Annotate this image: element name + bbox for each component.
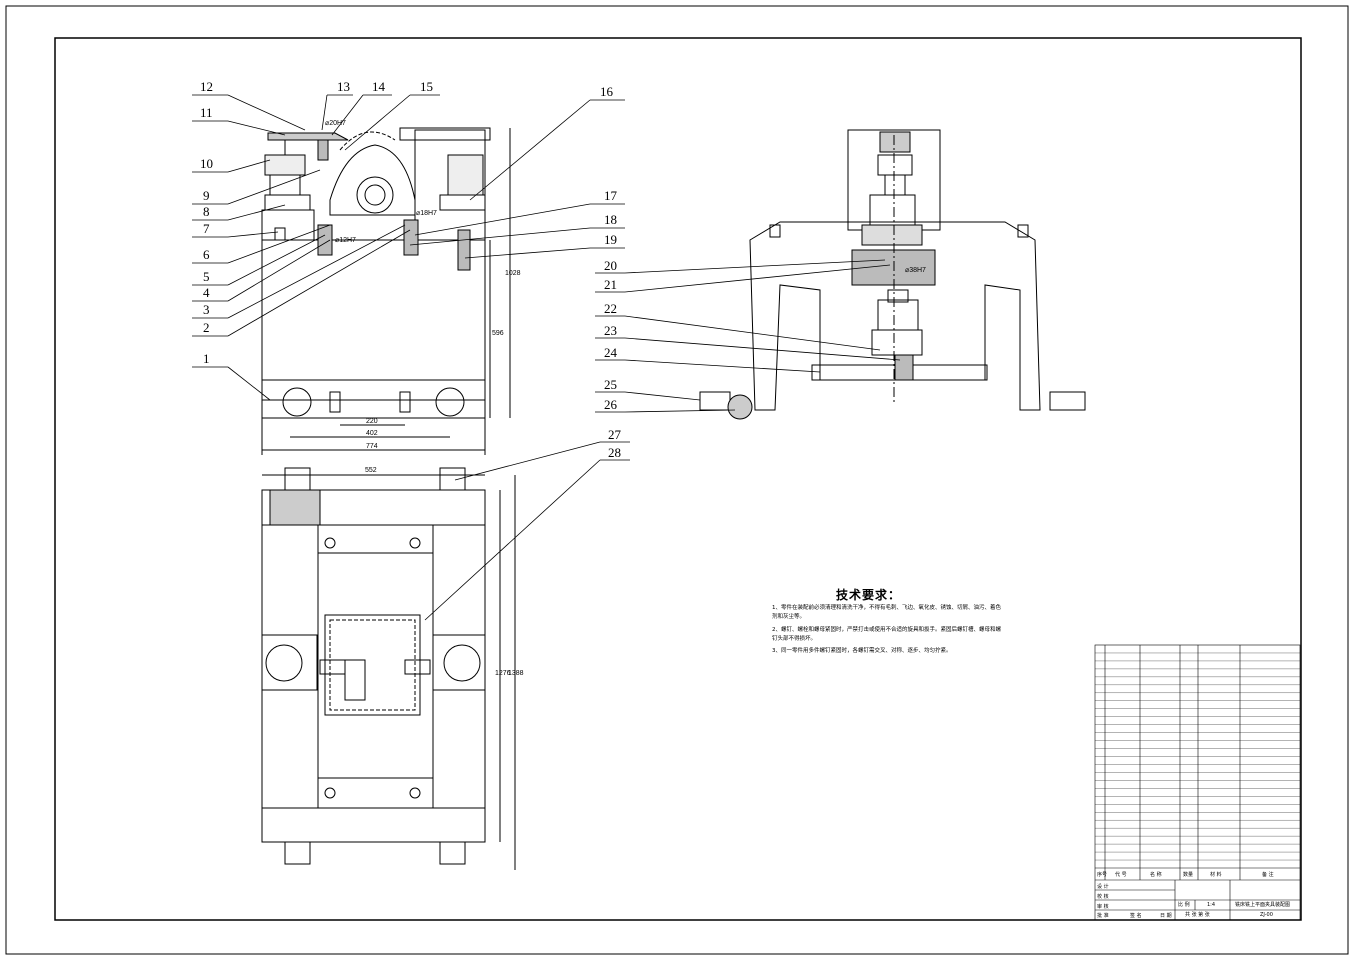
outer-frame [5, 5, 1349, 955]
tech-line-2: 2、螺钉、螺栓和螺母紧固时，严禁打击或使用不合适的旋具和扳手。紧固后螺钉槽、螺母… [772, 627, 1002, 633]
drawing-no: ZJ-00 [1260, 912, 1273, 918]
dimension-labels: 220 402 774 596 1028 ⌀20H7 ⌀18H7 ⌀12H7 ⌀… [325, 120, 926, 677]
dim-596: 596 [492, 330, 504, 337]
balloon-20: 20 [604, 258, 617, 273]
dim-phi20: ⌀20H7 [325, 120, 346, 127]
balloon-4: 4 [203, 285, 210, 300]
col-no: 序号 [1097, 871, 1107, 878]
inner-frame [54, 37, 1302, 921]
parts-list [1094, 644, 1301, 921]
dim-220: 220 [366, 418, 378, 425]
dim-phi18: ⌀18H7 [416, 210, 437, 217]
balloon-1: 1 [203, 351, 210, 366]
dim-402: 402 [366, 430, 378, 437]
role-design: 设 计 [1097, 883, 1109, 890]
dim-1276: 1276 [495, 670, 511, 677]
top-view [261, 467, 516, 870]
scale-value: 1:4 [1207, 902, 1215, 908]
dim-side-phi: ⌀38H7 [905, 267, 926, 274]
balloon-23: 23 [604, 323, 617, 338]
dim-1028: 1028 [505, 270, 521, 277]
role-check: 校 核 [1097, 893, 1109, 900]
col-qty: 数量 [1183, 871, 1193, 878]
sign-label: 签 名 [1130, 912, 1142, 919]
balloon-22: 22 [604, 301, 617, 316]
balloon-10: 10 [200, 156, 213, 171]
col-remark: 备 注 [1262, 871, 1274, 878]
balloon-24: 24 [604, 345, 618, 360]
parts-list-rows [1095, 652, 1300, 861]
leader-lines [192, 94, 901, 621]
tech-line-1b: 剂和灰尘等。 [772, 614, 806, 620]
scale-label: 比 例 [1178, 901, 1190, 908]
balloon-3: 3 [203, 302, 210, 317]
drawing-title: 铣床铣上平面夹具装配图 [1235, 901, 1290, 908]
balloon-6: 6 [203, 247, 210, 262]
side-view [699, 129, 1086, 420]
balloon-21: 21 [604, 277, 617, 292]
col-material: 材 料 [1210, 871, 1222, 878]
balloon-27: 27 [608, 427, 622, 442]
balloon-17: 17 [604, 188, 618, 203]
balloon-19: 19 [604, 232, 617, 247]
balloon-28: 28 [608, 445, 621, 460]
balloon-15: 15 [420, 79, 433, 94]
balloon-12: 12 [200, 79, 213, 94]
balloon-14: 14 [372, 79, 386, 94]
balloon-18: 18 [604, 212, 617, 227]
balloon-5: 5 [203, 269, 210, 284]
tech-line-1: 1、零件在装配前必须清理和清洗干净，不得有毛刺、飞边、氧化皮、锈蚀、切屑、油污、… [772, 605, 1002, 611]
tech-requirements-title: 技术要求： [836, 588, 902, 602]
role-review: 审 核 [1097, 903, 1109, 910]
title-block-text: 序号 代 号 名 称 数量 材 料 备 注 比 例 1:4 铣床铣上平面夹具装配… [1097, 871, 1290, 919]
balloon-13: 13 [337, 79, 350, 94]
balloon-26: 26 [604, 397, 618, 412]
front-view [261, 127, 511, 455]
balloon-16: 16 [600, 84, 614, 99]
dim-552: 552 [365, 467, 377, 474]
dim-1388: 1388 [508, 670, 524, 677]
col-code: 代 号 [1115, 871, 1127, 878]
balloon-7: 7 [203, 221, 210, 236]
balloon-25: 25 [604, 377, 617, 392]
role-approve: 批 准 [1097, 912, 1109, 919]
col-name: 名 称 [1150, 871, 1162, 878]
dim-774: 774 [366, 443, 378, 450]
balloon-labels: 1 2 3 4 5 6 7 8 9 10 11 12 13 14 15 16 1… [200, 79, 622, 460]
date-label: 日 期 [1160, 913, 1172, 919]
balloon-9: 9 [203, 188, 210, 203]
dim-phi12: ⌀12H7 [335, 237, 356, 244]
balloon-8: 8 [203, 204, 210, 219]
balloon-2: 2 [203, 320, 210, 335]
sheet-info: 共 张 第 张 [1185, 911, 1210, 918]
balloon-11: 11 [200, 105, 213, 120]
tech-line-3: 3、同一零件用多件螺钉紧固时，各螺钉需交叉、对称、逐步、均匀拧紧。 [772, 648, 952, 654]
tech-line-2b: 钉头部不得损坏。 [772, 636, 817, 642]
